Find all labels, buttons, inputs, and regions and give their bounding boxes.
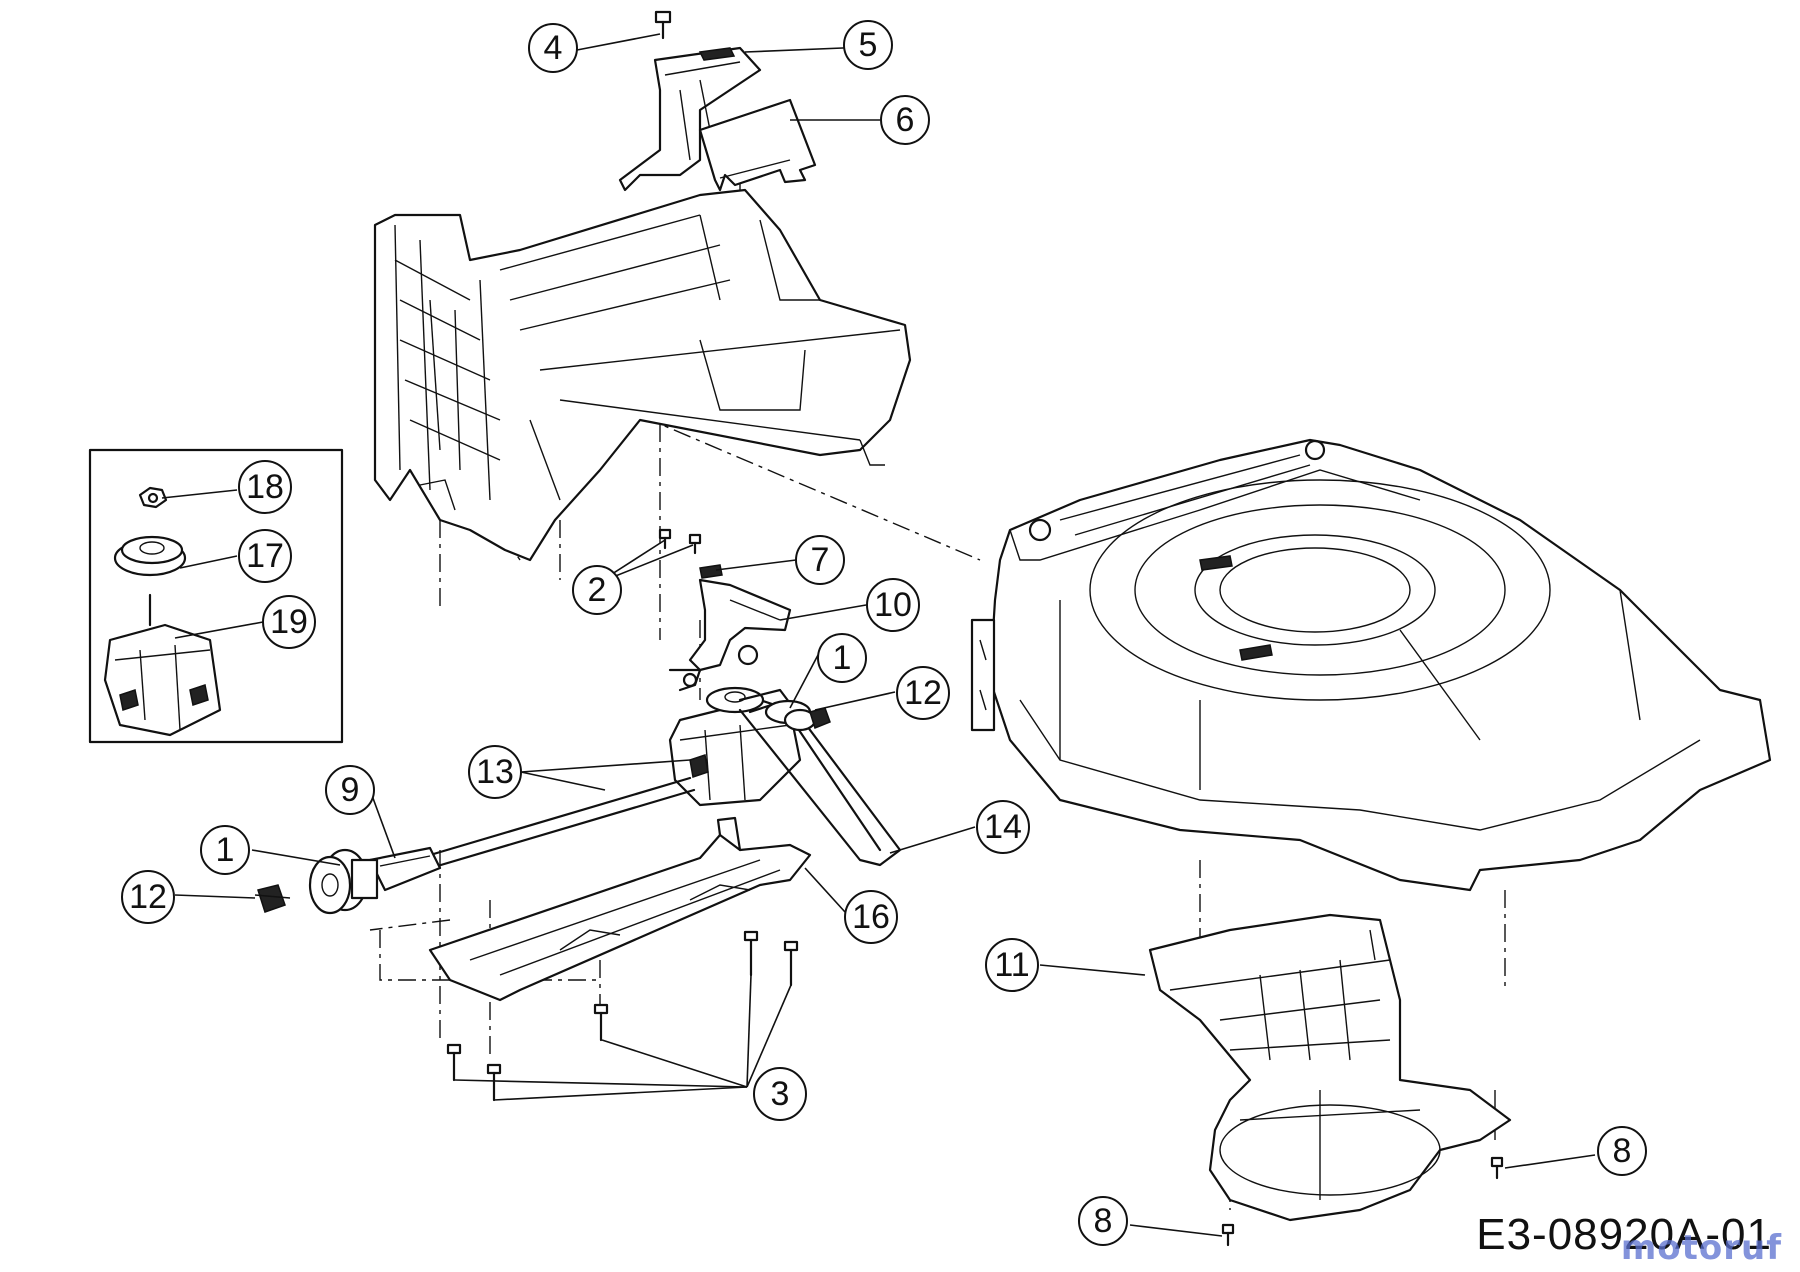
svg-text:18: 18 [246, 468, 284, 506]
drawing-code: E3-08920A-01 [1476, 1210, 1772, 1259]
callout-1b: 1 [200, 825, 250, 875]
callout-4: 4 [528, 23, 578, 73]
callout-18: 18 [238, 460, 292, 514]
nut-18 [138, 486, 168, 509]
svg-text:2: 2 [588, 571, 607, 609]
rear-housing [373, 188, 912, 562]
gear-12b [254, 884, 291, 913]
deflector-11 [1148, 913, 1512, 1222]
callout-10: 10 [866, 578, 920, 632]
svg-text:6: 6 [896, 101, 915, 139]
svg-text:1: 1 [833, 639, 852, 677]
cover-plate [698, 98, 817, 192]
svg-text:14: 14 [984, 808, 1022, 846]
svg-text:7: 7 [811, 541, 830, 579]
callout-3: 3 [753, 1067, 807, 1121]
svg-text:12: 12 [904, 674, 942, 712]
callout-14: 14 [976, 800, 1030, 854]
svg-text:8: 8 [1094, 1202, 1113, 1240]
svg-text:19: 19 [270, 603, 308, 641]
callout-13: 13 [468, 745, 522, 799]
svg-text:12: 12 [129, 878, 167, 916]
spring-7 [699, 564, 723, 579]
svg-text:16: 16 [852, 898, 890, 936]
svg-text:17: 17 [246, 537, 284, 575]
svg-text:9: 9 [341, 771, 360, 809]
callout-2: 2 [572, 565, 622, 615]
svg-text:4: 4 [544, 29, 563, 67]
svg-text:10: 10 [874, 586, 912, 624]
gearbox-19 [103, 593, 222, 737]
svg-text:8: 8 [1613, 1132, 1632, 1170]
callout-5: 5 [843, 20, 893, 70]
watermark-text: motoruf [1620, 1228, 1782, 1268]
callout-12b: 12 [121, 870, 175, 924]
leader-lines [161, 33, 1596, 1237]
svg-text:5: 5 [859, 26, 878, 64]
bolts-3 [446, 930, 799, 1102]
screw-4 [654, 10, 672, 40]
callout-6: 6 [880, 95, 930, 145]
svg-text:1: 1 [216, 831, 235, 869]
handle-bracket [618, 46, 762, 192]
callout-16: 16 [844, 890, 898, 944]
callout-9: 9 [325, 765, 375, 815]
svg-text:11: 11 [994, 946, 1029, 984]
wheel-pulley-1b [308, 848, 379, 915]
watermark-logo: motoruf [1621, 1228, 1782, 1268]
callout-1a: 1 [817, 633, 867, 683]
screws-8 [1221, 1156, 1504, 1247]
gearbox-assembly [668, 686, 802, 807]
callout-11: 11 [985, 938, 1039, 992]
pulley-17 [113, 535, 187, 577]
svg-text:13: 13 [476, 753, 514, 791]
inset-detail-box [88, 448, 344, 744]
callout-19: 19 [262, 595, 316, 649]
callout-8b: 8 [1078, 1196, 1128, 1246]
svg-text:3: 3 [771, 1075, 790, 1113]
mower-deck [970, 438, 1772, 892]
shift-bracket-10 [668, 578, 792, 692]
callout-7: 7 [795, 535, 845, 585]
screws-2 [658, 528, 702, 555]
drive-axle-9 [368, 776, 696, 892]
callout-12a: 12 [896, 666, 950, 720]
callout-17: 17 [238, 529, 292, 583]
mounting-plate-16 [428, 816, 812, 1002]
callout-8a: 8 [1597, 1126, 1647, 1176]
